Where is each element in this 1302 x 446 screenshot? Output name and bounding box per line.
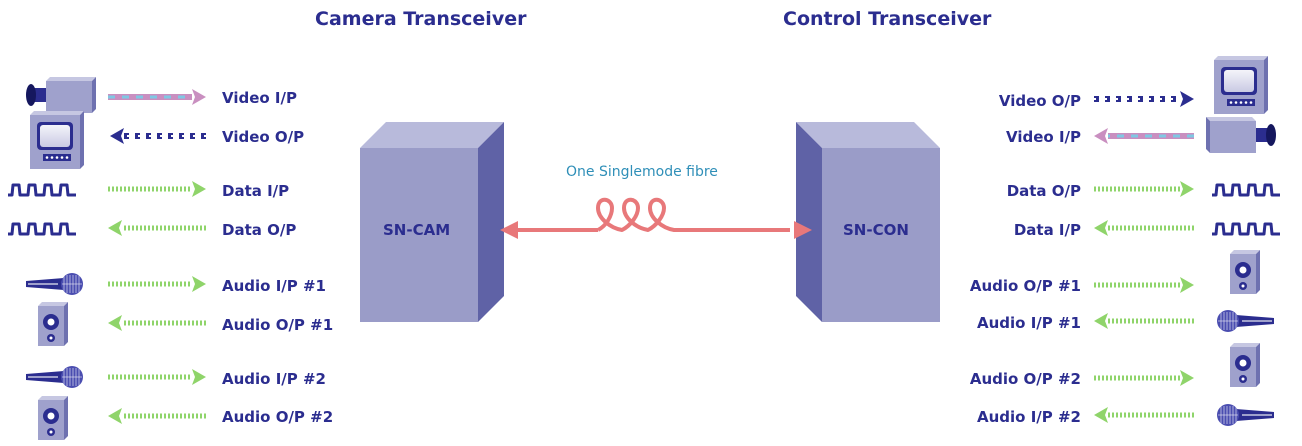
monitor-icon: [1214, 56, 1268, 114]
data-wave-icon: [8, 183, 76, 197]
camera-transceiver-title: Camera Transceiver: [315, 8, 527, 30]
video-input-arrow: [108, 89, 206, 105]
data-input-arrow: [108, 181, 206, 197]
audio-output-arrow: [1094, 277, 1194, 293]
audio-input-arrow: [108, 276, 206, 292]
audio-output-arrow: [108, 408, 206, 424]
audio-output-arrow: [1094, 370, 1194, 386]
speaker-icon: [1230, 250, 1260, 294]
left-signal-label: Video O/P: [222, 128, 305, 146]
right-signal-label: Audio O/P #2: [969, 370, 1081, 388]
video-input-arrow: [1094, 128, 1194, 144]
right-signal-label: Video O/P: [998, 92, 1081, 110]
data-output-arrow: [1094, 181, 1194, 197]
left-signal-label: Data O/P: [222, 221, 297, 239]
fibre-link: [500, 197, 812, 239]
audio-input-arrow: [1094, 313, 1194, 329]
sn-cam-box: [360, 122, 504, 322]
video-output-arrow: [1094, 91, 1194, 107]
right-signal-label: Audio O/P #1: [969, 277, 1081, 295]
audio-output-arrow: [108, 315, 206, 331]
data-wave-icon: [1212, 183, 1280, 197]
microphone-icon: [26, 366, 83, 388]
sn-con-label: SN-CON: [843, 221, 909, 239]
speaker-icon: [1230, 343, 1260, 387]
right-signal-label: Audio I/P #1: [977, 314, 1081, 332]
fibre-label: One Singlemode fibre: [566, 164, 718, 180]
sn-con-box: [796, 122, 940, 322]
control-transceiver-title: Control Transceiver: [783, 8, 992, 30]
data-output-arrow: [108, 220, 206, 236]
speaker-icon: [38, 302, 68, 346]
audio-input-arrow: [108, 369, 206, 385]
left-signal-label: Audio O/P #2: [222, 408, 334, 426]
monitor-icon: [30, 111, 84, 169]
right-signal-label: Audio I/P #2: [977, 408, 1081, 426]
sn-cam-label: SN-CAM: [383, 221, 451, 239]
video-camera-icon: [26, 77, 96, 113]
left-signal-label: Audio I/P #2: [222, 370, 326, 388]
right-signal-label: Data O/P: [1006, 182, 1081, 200]
right-signal-label: Data I/P: [1013, 221, 1081, 239]
left-signal-label: Video I/P: [222, 89, 297, 107]
video-output-arrow: [110, 128, 206, 144]
left-signal-label: Data I/P: [222, 182, 290, 200]
microphone-icon: [1217, 310, 1274, 332]
left-signal-label: Audio O/P #1: [222, 316, 334, 334]
data-wave-icon: [1212, 222, 1280, 236]
video-camera-icon: [1206, 117, 1276, 153]
right-signal-label: Video I/P: [1006, 128, 1081, 146]
data-input-arrow: [1094, 220, 1194, 236]
data-wave-icon: [8, 222, 76, 236]
microphone-icon: [1217, 404, 1274, 426]
audio-input-arrow: [1094, 407, 1194, 423]
left-signal-label: Audio I/P #1: [222, 277, 326, 295]
speaker-icon: [38, 396, 68, 440]
microphone-icon: [26, 273, 83, 295]
